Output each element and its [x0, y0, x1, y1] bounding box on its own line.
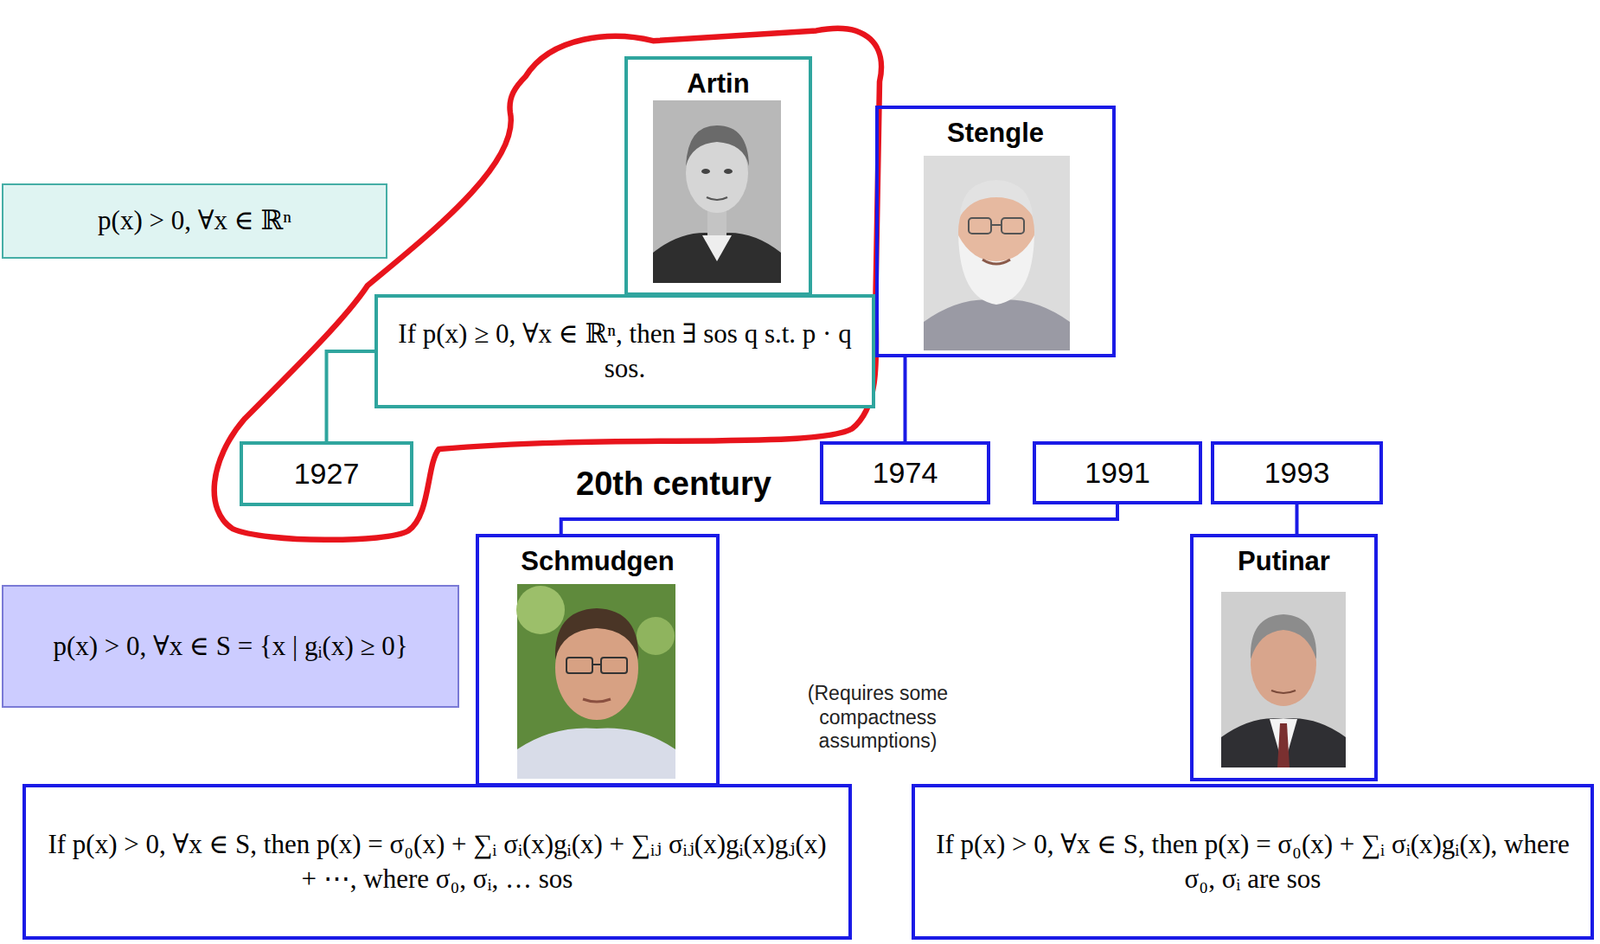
highlight-outline: [214, 28, 882, 540]
theorem-text: If p(x) > 0, ∀x ∈ S, then p(x) = σ₀(x) +…: [38, 826, 837, 897]
portrait-photo: [923, 155, 1070, 351]
photo-hair: [960, 179, 1033, 217]
box-ground: [475, 533, 720, 787]
timeline-connector: [903, 357, 908, 442]
year-text: 1991: [1084, 453, 1151, 492]
timeline-text: 20th century: [576, 462, 772, 506]
photo-eye: [723, 168, 733, 174]
photo-suit: [652, 232, 781, 283]
photo-ground: [652, 100, 781, 283]
photo-eye: [701, 168, 711, 174]
theorem-text: If p(x) ≥ 0, ∀x ∈ ℝⁿ, then ∃ sos q s.t. …: [390, 316, 860, 387]
highlight-group: [214, 28, 882, 540]
photo-shirt: [517, 728, 676, 780]
theorem-box: If p(x) ≥ 0, ∀x ∈ ℝⁿ, then ∃ sos q s.t. …: [374, 294, 876, 409]
year-text: 1993: [1264, 453, 1331, 492]
photo-shirt: [923, 299, 1070, 351]
box-ground: [1190, 533, 1378, 781]
person-name: Putinar: [1237, 544, 1331, 579]
year-text: 1927: [294, 454, 360, 493]
timeline-connector: [1295, 504, 1300, 534]
condition-text: p(x) > 0, ∀x ∈ S = {x | gᵢ(x) ≥ 0}: [52, 628, 408, 664]
portrait-box: Putinar: [1190, 533, 1378, 781]
photo-glasses: [991, 224, 1002, 226]
year-box: 1991: [1032, 441, 1203, 505]
photo-shirt: [1269, 718, 1298, 768]
year-box: 1927: [239, 441, 414, 506]
condition-box: p(x) > 0, ∀x ∈ S = {x | gᵢ(x) ≥ 0}: [1, 584, 460, 708]
theorem-box: If p(x) > 0, ∀x ∈ S, then p(x) = σ₀(x) +…: [22, 783, 852, 940]
photo-hair: [555, 608, 639, 660]
photo-hair: [1250, 614, 1317, 660]
portrait-photo: [652, 100, 781, 283]
person-name: Artin: [686, 66, 749, 102]
portrait-box: Schmudgen: [475, 533, 720, 787]
condition-text: p(x) > 0, ∀x ∈ ℝⁿ: [97, 203, 292, 238]
timeline-connector: [561, 504, 1118, 534]
year-text: 1974: [872, 453, 939, 492]
photo-glasses: [592, 663, 602, 666]
portrait-box: Artin: [624, 56, 813, 296]
photo-collar: [702, 235, 732, 262]
year-box: 1993: [1210, 441, 1383, 505]
photo-suit: [1221, 717, 1346, 768]
photo-glasses: [1001, 217, 1024, 234]
photo-tie: [1277, 723, 1290, 768]
photo-foliage: [636, 616, 675, 655]
photo-foliage: [516, 585, 565, 634]
photo-ground: [923, 155, 1070, 351]
photo-ground: [1221, 591, 1346, 768]
theorem-box: If p(x) > 0, ∀x ∈ S, then p(x) = σ₀(x) +…: [911, 783, 1594, 940]
photo-hair: [685, 125, 749, 167]
portrait-photo: [1221, 591, 1346, 768]
photo-mouth: [982, 259, 1011, 264]
photo-glasses: [968, 217, 992, 234]
photo-glasses: [566, 657, 593, 673]
theorem-text: If p(x) > 0, ∀x ∈ S, then p(x) = σ₀(x) +…: [927, 826, 1579, 897]
portrait-box: Stengle: [875, 105, 1116, 358]
photo-mouth: [582, 698, 611, 702]
photo-mouth: [706, 197, 728, 200]
portrait-photo: [516, 583, 676, 779]
photo-glasses: [601, 657, 628, 673]
note-text: (Requires some compactness assumptions): [778, 681, 978, 754]
person-name: Schmudgen: [520, 544, 674, 579]
timeline-connector: [326, 351, 376, 442]
photo-mouth: [1271, 690, 1296, 693]
photo-ground: [517, 583, 676, 779]
year-box: 1974: [819, 441, 991, 505]
person-name: Stengle: [947, 115, 1044, 151]
condition-box: p(x) > 0, ∀x ∈ ℝⁿ: [1, 183, 388, 259]
photo-beard: [958, 235, 1035, 305]
